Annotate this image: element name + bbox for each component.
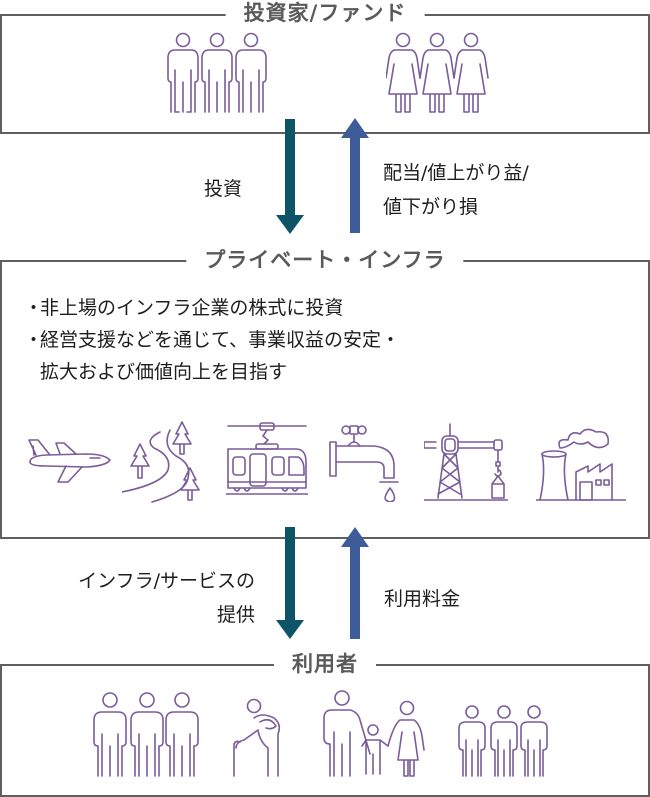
man-icon (235, 32, 267, 113)
investors-box (0, 14, 650, 134)
fee-label: 利用料金 (384, 588, 461, 610)
tram-icon (226, 422, 308, 495)
airplane-icon (28, 439, 111, 483)
woman-icon-group (386, 32, 489, 113)
investment-label: 投資 (204, 178, 243, 200)
infra-description: ・ 非上場のインフラ企業の株式に投資 ・ 経営支援などを通じて、事業収益の安定・… (24, 292, 400, 388)
users-box-title: 利用者 (274, 650, 376, 678)
returns-label-line2: 値下がり損 (383, 196, 479, 218)
bullet-text-continuation: 拡大および価値向上を目指す (40, 361, 288, 383)
infra-box-title: プライベート・インフラ (186, 246, 464, 274)
man-icon (167, 32, 199, 113)
service-down-arrow (276, 527, 304, 639)
bullet-marker: ・ (24, 297, 44, 319)
service-label-line1: インフラ/サービスの (78, 570, 255, 592)
family-icon (323, 690, 425, 777)
returns-label-line1: 配当/値上がり益/ (383, 162, 529, 184)
returns-up-arrow (341, 118, 369, 233)
fee-up-arrow (341, 527, 369, 639)
water-faucet-icon (329, 425, 399, 502)
investors-box-title: 投資家/ファンド (225, 0, 425, 26)
service-label-line2: 提供 (216, 604, 255, 626)
factory-icon (536, 428, 626, 501)
investment-down-arrow (276, 119, 304, 234)
woman-icon (419, 32, 455, 113)
power-tower-icon (424, 423, 508, 501)
man-icon (201, 32, 233, 113)
users-box (0, 664, 650, 797)
people-group-small-icon (458, 705, 548, 777)
bullet-text: 経営支援などを通じて、事業収益の安定・ (40, 329, 401, 351)
woman-icon (453, 32, 489, 113)
road-forest-icon (122, 421, 200, 503)
bullet-marker: ・ (24, 329, 44, 351)
man-icon-group (167, 32, 267, 113)
people-group-icon (93, 692, 199, 777)
bullet-item: ・ 経営支援などを通じて、事業収益の安定・ (24, 324, 400, 356)
elderly-person-icon (233, 698, 281, 777)
bullet-item-continuation: 拡大および価値向上を目指す (24, 356, 400, 388)
bullet-item: ・ 非上場のインフラ企業の株式に投資 (24, 292, 400, 324)
bullet-text: 非上場のインフラ企業の株式に投資 (40, 297, 344, 319)
woman-icon (386, 32, 421, 113)
